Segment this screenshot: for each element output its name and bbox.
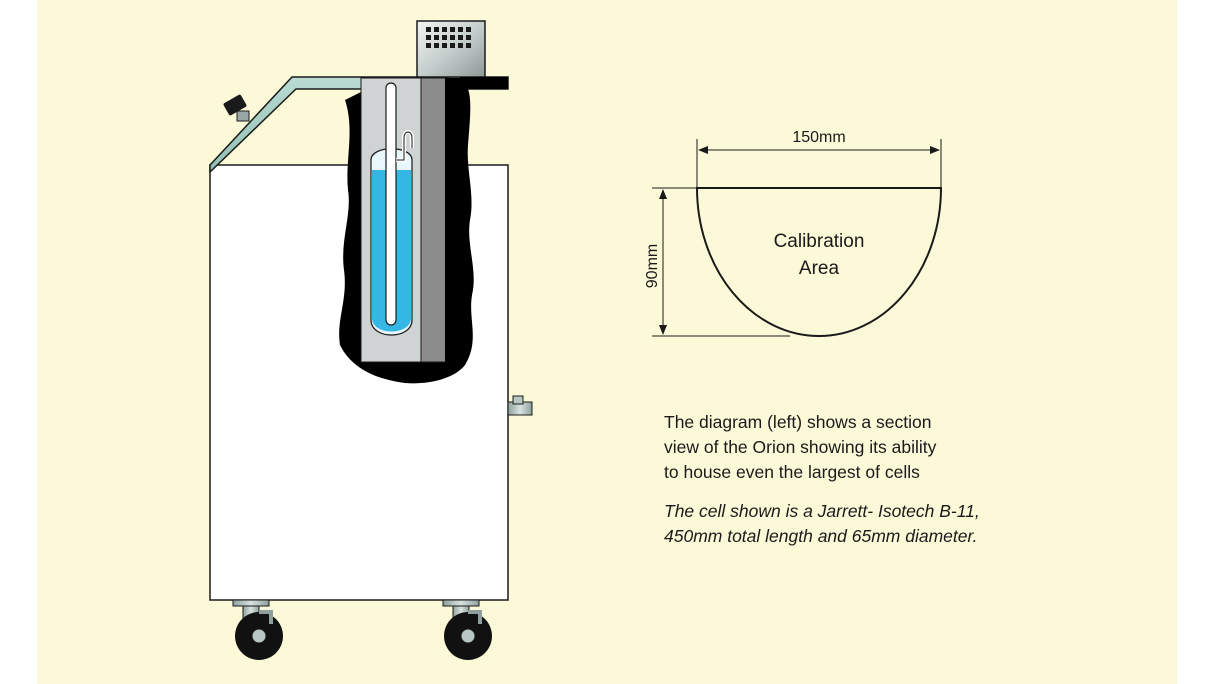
description-line: The diagram (left) shows a section bbox=[664, 412, 932, 432]
cell-note-line: 450mm total length and 65mm diameter. bbox=[664, 526, 978, 546]
description-block: The diagram (left) shows a section view … bbox=[664, 410, 1084, 549]
height-dimension-label: 90mm bbox=[644, 244, 661, 288]
control-box bbox=[416, 20, 486, 78]
width-dimension-label: 150mm bbox=[792, 129, 845, 146]
area-label-line2: Area bbox=[799, 258, 840, 279]
control-knob-icon bbox=[223, 94, 250, 122]
description-line: to house even the largest of cells bbox=[664, 462, 920, 482]
fixed-point-cell bbox=[370, 82, 414, 336]
calibration-area-diagram: 150mm 90mm Calibration Area bbox=[644, 129, 943, 337]
left-wheel-icon bbox=[232, 599, 283, 660]
description-line: view of the Orion showing its ability bbox=[664, 437, 937, 457]
side-port-icon bbox=[507, 395, 533, 416]
area-label-line1: Calibration bbox=[774, 231, 865, 252]
cell-note-line: The cell shown is a Jarrett- Isotech B-1… bbox=[664, 501, 980, 521]
vent-grille-icon bbox=[426, 27, 471, 48]
right-wheel-icon bbox=[442, 599, 492, 660]
